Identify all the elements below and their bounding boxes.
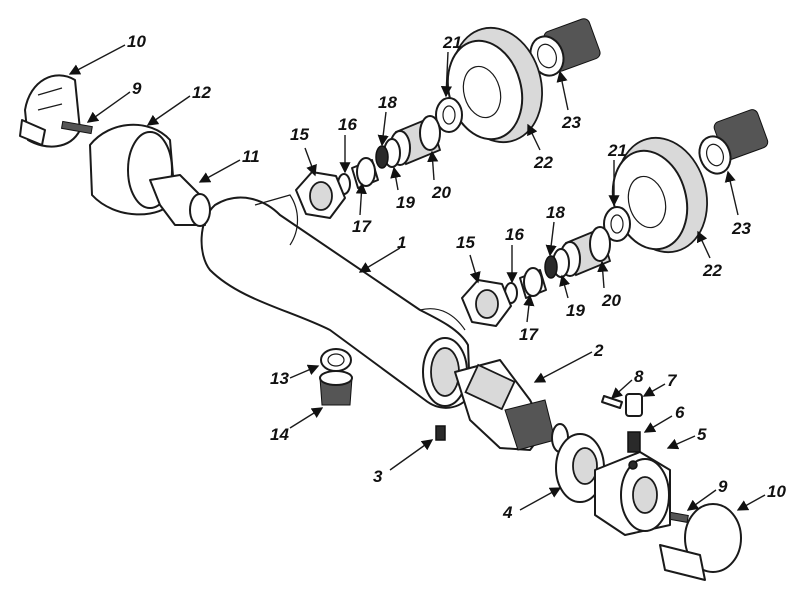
part-8-key — [601, 395, 623, 409]
label-12: 12 — [192, 83, 211, 102]
part-13-cap — [320, 348, 352, 372]
part-14-plug — [319, 370, 353, 406]
leaders — [68, 44, 766, 511]
part-15-upper-nut — [295, 171, 346, 219]
label-21-upper: 21 — [442, 33, 462, 52]
part-9-upper-screw — [60, 120, 93, 135]
part-4-adapter-ring — [555, 433, 605, 503]
label-8: 8 — [634, 367, 644, 386]
label-18-upper: 18 — [378, 93, 397, 112]
part-5-handle-hub — [594, 451, 671, 536]
label-22-upper: 22 — [533, 153, 553, 172]
part-18-lower-spring — [544, 255, 558, 279]
label-1: 1 — [397, 233, 406, 252]
label-20-upper: 20 — [431, 183, 451, 202]
part-6-set-screw — [627, 431, 641, 453]
label-16-upper: 16 — [338, 115, 357, 134]
label-23-lower: 23 — [731, 219, 751, 238]
part-17-upper-sleeve — [351, 157, 379, 189]
label-17-upper: 17 — [352, 217, 372, 236]
label-15-upper: 15 — [290, 125, 309, 144]
label-9-upper: 9 — [132, 79, 142, 98]
part-22-lower-disc — [611, 136, 708, 254]
callout-labels: 1 2 3 4 5 6 7 8 9 9 10 10 11 12 13 14 15… — [127, 32, 786, 522]
label-23-upper: 23 — [561, 113, 581, 132]
part-2-cartridge — [454, 359, 569, 453]
label-17-lower: 17 — [519, 325, 539, 344]
part-18-upper-spring — [375, 145, 389, 169]
label-10-lower: 10 — [767, 482, 786, 501]
part-7-pin — [625, 393, 643, 417]
label-11: 11 — [242, 147, 260, 166]
label-20-lower: 20 — [601, 291, 621, 310]
label-2: 2 — [593, 341, 604, 360]
label-7: 7 — [667, 371, 678, 390]
label-13: 13 — [270, 369, 289, 388]
label-18-lower: 18 — [546, 203, 565, 222]
part-17-lower-sleeve — [519, 267, 547, 299]
label-15-lower: 15 — [456, 233, 475, 252]
part-21-upper-washer — [435, 97, 463, 133]
part-15-lower-nut — [461, 279, 512, 327]
part-1-valve-body — [200, 194, 471, 409]
label-21-lower: 21 — [607, 141, 627, 160]
label-16-lower: 16 — [505, 225, 524, 244]
part-10-upper-handle — [19, 74, 81, 148]
label-5: 5 — [697, 425, 707, 444]
part-11-thermo-element — [149, 174, 211, 227]
part-23-upper-fitting — [529, 18, 601, 77]
label-19-lower: 19 — [566, 301, 585, 320]
label-3: 3 — [373, 467, 383, 486]
part-3-grub-screw — [435, 425, 446, 441]
part-21-lower-washer — [603, 206, 631, 242]
label-9-lower: 9 — [718, 477, 728, 496]
label-14: 14 — [270, 425, 289, 444]
label-10-upper: 10 — [127, 32, 146, 51]
part-23-lower-fitting — [698, 109, 769, 175]
label-6: 6 — [675, 403, 685, 422]
label-4: 4 — [502, 503, 513, 522]
label-19-upper: 19 — [396, 193, 415, 212]
label-22-lower: 22 — [702, 261, 722, 280]
part-10-lower-handle — [659, 503, 742, 581]
part-22-upper-disc — [446, 26, 543, 144]
